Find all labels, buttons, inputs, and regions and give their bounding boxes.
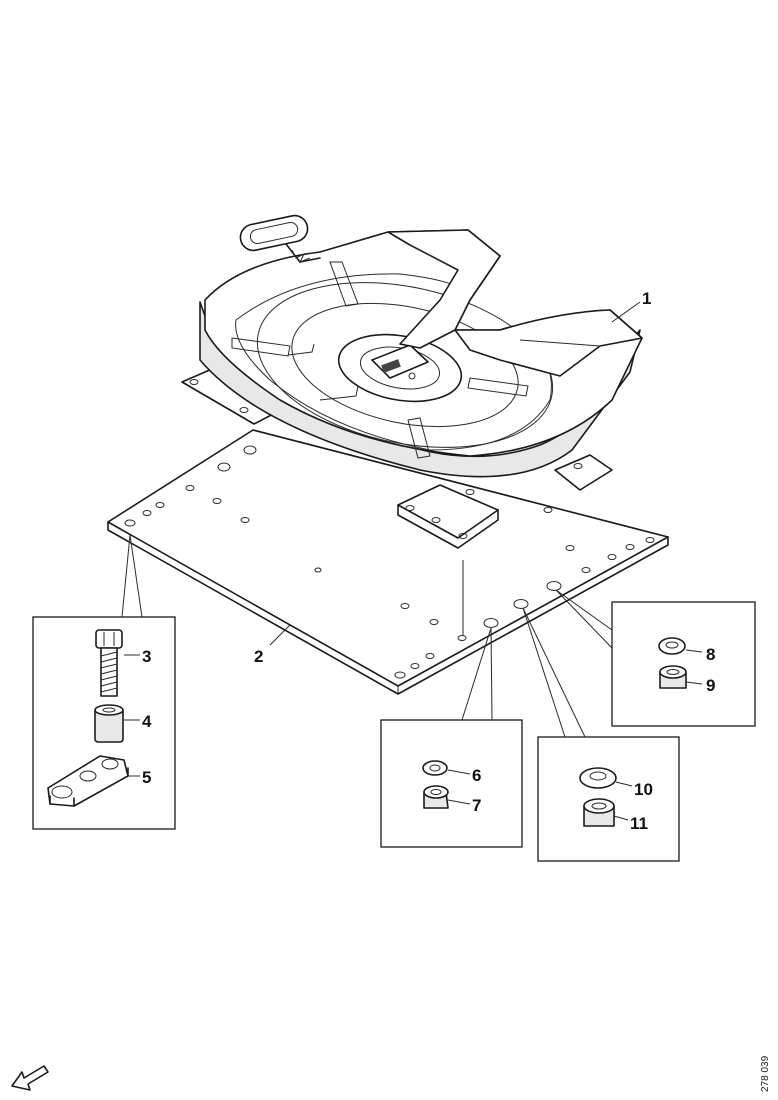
callout-5: 5 bbox=[142, 768, 151, 787]
direction-arrow-icon bbox=[11, 1065, 49, 1091]
nut-large bbox=[583, 798, 615, 827]
detail-box-bolt-assembly bbox=[32, 534, 176, 830]
spacer-sleeve bbox=[94, 704, 124, 743]
nut-right bbox=[659, 665, 687, 689]
detail-box-nut-washer-small bbox=[380, 627, 523, 848]
washer-large bbox=[579, 767, 617, 789]
fifth-wheel-coupling bbox=[181, 214, 643, 549]
washer bbox=[422, 760, 448, 776]
callout-3: 3 bbox=[142, 647, 151, 666]
reference-code: 278 039 bbox=[760, 1055, 771, 1092]
callout-10: 10 bbox=[634, 780, 653, 799]
bolt bbox=[95, 629, 123, 697]
callout-11: 11 bbox=[630, 814, 648, 833]
callout-6: 6 bbox=[472, 766, 481, 785]
clamp-plate bbox=[47, 755, 129, 807]
washer-right bbox=[658, 637, 686, 655]
callout-8: 8 bbox=[706, 645, 715, 664]
callout-1: 1 bbox=[642, 289, 651, 308]
detail-box-nut-washer-right bbox=[555, 589, 756, 727]
release-handle bbox=[239, 214, 321, 263]
callout-9: 9 bbox=[706, 676, 715, 695]
detail-box-nut-washer-large bbox=[522, 607, 680, 862]
callout-2: 2 bbox=[254, 647, 263, 666]
leader-2 bbox=[269, 624, 291, 646]
callout-7: 7 bbox=[472, 796, 481, 815]
nut bbox=[423, 785, 449, 809]
callout-4: 4 bbox=[142, 712, 152, 731]
mounting-plate bbox=[107, 429, 669, 695]
